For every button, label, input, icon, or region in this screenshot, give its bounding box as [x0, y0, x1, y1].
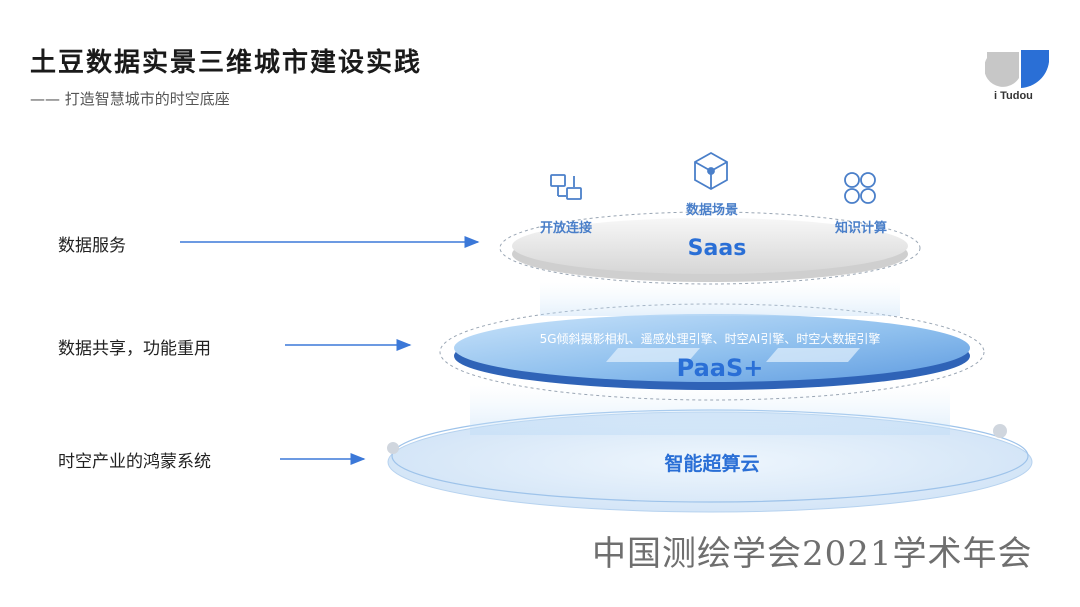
open-connect-label: 开放连接 [540, 220, 592, 236]
page-title: 土豆数据实景三维城市建设实践 [30, 48, 423, 78]
layer-saas: Saas [499, 211, 921, 285]
layer-supercompute-cloud: 智能超算云 [387, 409, 1033, 513]
label-data-service: 数据服务 [58, 236, 126, 256]
supercompute-cloud-label: 智能超算云 [664, 452, 759, 475]
label-data-sharing: 数据共享，功能重用 [58, 339, 211, 359]
paas-description: 5G倾斜摄影相机、遥感处理引擎、时空AI引擎、时空大数据引擎 [540, 331, 881, 346]
tudou-logo [985, 50, 1049, 88]
paas-label: PaaS+ [677, 354, 764, 382]
page-subtitle: —— 打造智慧城市的时空底座 [30, 90, 230, 108]
conference-watermark: 中国测绘学会2021学术年会 [592, 534, 1033, 574]
cube-network-icon [694, 151, 728, 191]
layer-paas: 5G倾斜摄影相机、遥感处理引擎、时空AI引擎、时空大数据引擎 PaaS+ [439, 303, 985, 401]
saas-label: Saas [688, 236, 747, 261]
logo-text: i Tudou [994, 90, 1033, 102]
knowledge-compute-label: 知识计算 [835, 220, 887, 236]
four-circles-icon [844, 172, 876, 204]
label-harmony-system: 时空产业的鸿蒙系统 [58, 452, 211, 472]
monitor-connect-icon [550, 174, 582, 200]
data-scenario-label: 数据场景 [686, 202, 738, 218]
